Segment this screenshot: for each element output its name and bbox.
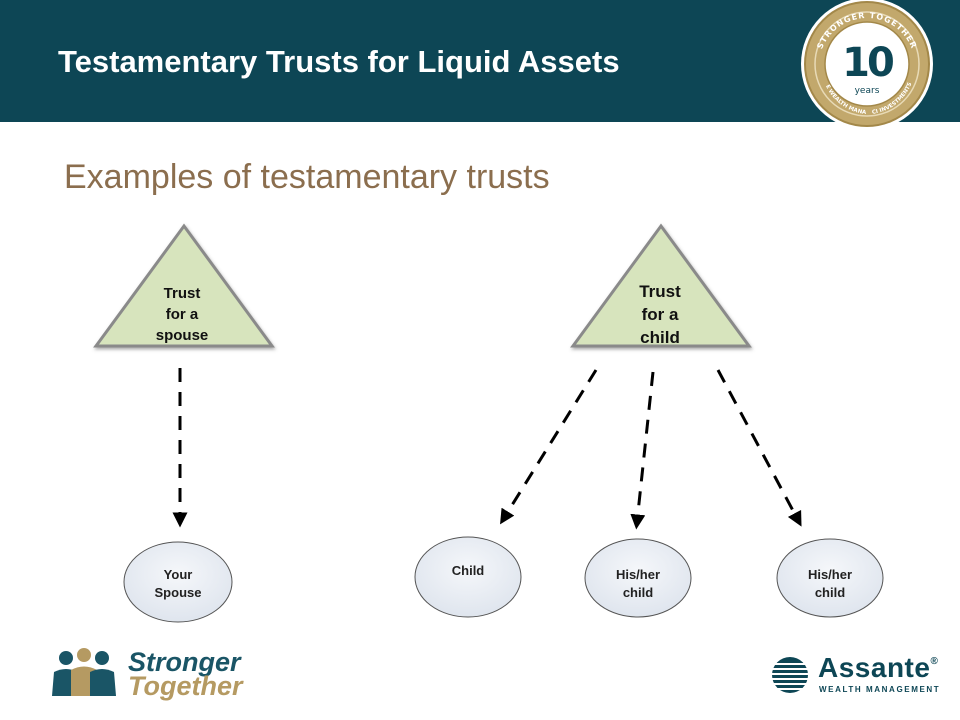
anniversary-badge: STRONGER TOGETHER ASSANTE WEALTH MANAGEM… [796, 0, 933, 130]
assante-subtitle: WEALTH MANAGEMENT [819, 685, 941, 694]
spouse-node [123, 541, 233, 623]
trust-spouse-triangle [93, 223, 275, 348]
together-text: Together [128, 671, 243, 701]
trust-child-triangle [570, 223, 752, 348]
trust-spouse-line-2: for a [165, 306, 199, 323]
slide-title: Testamentary Trusts for Liquid Assets [58, 44, 620, 79]
slide-subtitle: Examples of testamentary trusts [64, 158, 550, 196]
grandchild-1-line-2: child [622, 585, 654, 600]
spouse-node-label: Your Spouse [128, 566, 228, 602]
spouse-line-1: Your [163, 567, 193, 582]
assante-logo: Assante® WEALTH MANAGEMENT [770, 652, 940, 698]
grandchild-2-line-2: child [814, 585, 846, 600]
globe-icon [772, 657, 808, 693]
arrow-to-grandchild-1 [630, 371, 655, 530]
badge-number: 10 [842, 40, 893, 86]
trust-spouse-line-3: spouse [155, 327, 209, 344]
trust-spouse-label: Trust for a spouse [134, 283, 230, 346]
registered-mark: ® [930, 656, 939, 667]
grandchild-1-line-1: His/her [615, 567, 661, 582]
arrow-to-child [500, 369, 598, 525]
badge-years: years [855, 86, 880, 96]
arrow-to-grandchild-2 [716, 369, 802, 527]
assante-name-text: Assante [818, 652, 931, 683]
header-bar [0, 0, 960, 122]
grandchild-1-node [584, 538, 692, 618]
child-line-1: Child [451, 563, 485, 578]
trust-child-label: Trust for a child [612, 280, 708, 349]
assante-name: Assante® [818, 652, 938, 684]
grandchild-2-label: His/her child [780, 566, 880, 602]
spouse-line-2: Spouse [154, 585, 202, 600]
trust-child-line-1: Trust [639, 282, 681, 301]
grandchild-2-line-1: His/her [807, 567, 853, 582]
trust-child-line-3: child [640, 328, 680, 347]
child-node-label: Child [418, 562, 518, 580]
child-node [414, 536, 522, 618]
trust-child-line-2: for a [641, 305, 679, 324]
grandchild-1-label: His/her child [588, 566, 688, 602]
stronger-together-logo: Stronger Together [44, 648, 264, 700]
stronger-text: Stronger [128, 647, 241, 677]
grandchild-2-node [776, 538, 884, 618]
people-icon [52, 648, 116, 696]
trust-spouse-line-1: Trust [163, 285, 201, 302]
